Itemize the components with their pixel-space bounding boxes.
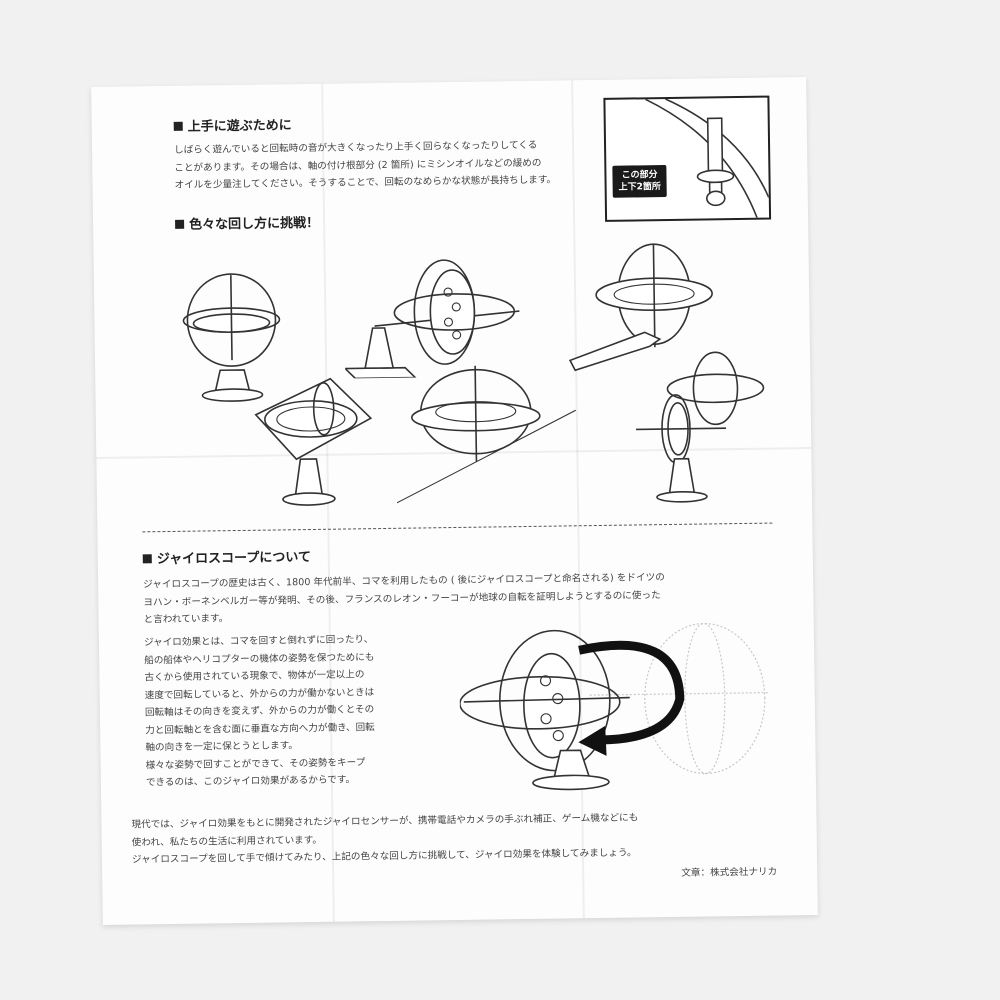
gyroscope-on-string-illustration bbox=[396, 365, 576, 504]
gyro-effect-paragraph: ジャイロ効果とは、コマを回すと倒れずに回ったり、 船の船体やヘリコプターの機体の… bbox=[143, 634, 375, 789]
tips-paragraph: しばらく遊んでいると回転時の音が大きくなったり上手く回らなくなったりしてくる こ… bbox=[174, 139, 557, 191]
square-bullet-icon bbox=[173, 121, 183, 131]
gyroscope-on-stand-illustration bbox=[182, 273, 281, 402]
axle-closeup-illustration bbox=[645, 98, 770, 219]
section-divider bbox=[142, 522, 773, 533]
square-bullet-icon bbox=[142, 554, 152, 564]
oil-point-callout: この部分 上下2箇所 bbox=[603, 95, 772, 222]
callout-label: この部分 上下2箇所 bbox=[612, 165, 668, 198]
section-heading-about: ジャイロスコープについて bbox=[142, 546, 311, 567]
section-heading-tips: 上手に遊ぶために bbox=[173, 114, 292, 135]
gyro-precession-illustration bbox=[459, 622, 770, 791]
author-credit: 文章：株式会社ナリカ bbox=[681, 866, 778, 879]
gyroscope-on-card-illustration bbox=[254, 377, 373, 506]
section-heading-ways: 色々な回し方に挑戦！ bbox=[175, 212, 319, 233]
modern-use-paragraph: 現代では、ジャイロ効果をもとに開発されたジャイロセンサーが、携帯電話やカメラの手… bbox=[131, 812, 639, 866]
gyroscope-on-pen-illustration bbox=[595, 243, 713, 348]
pen-illustration bbox=[568, 331, 662, 372]
gyroscope-horizontal-illustration bbox=[343, 259, 520, 379]
square-bullet-icon bbox=[175, 219, 185, 229]
instruction-sheet: 上手に遊ぶために しばらく遊んでいると回転時の音が大きくなったり上手く回らなくな… bbox=[91, 77, 818, 925]
gyroscope-tilted-on-stand-illustration bbox=[636, 351, 765, 503]
